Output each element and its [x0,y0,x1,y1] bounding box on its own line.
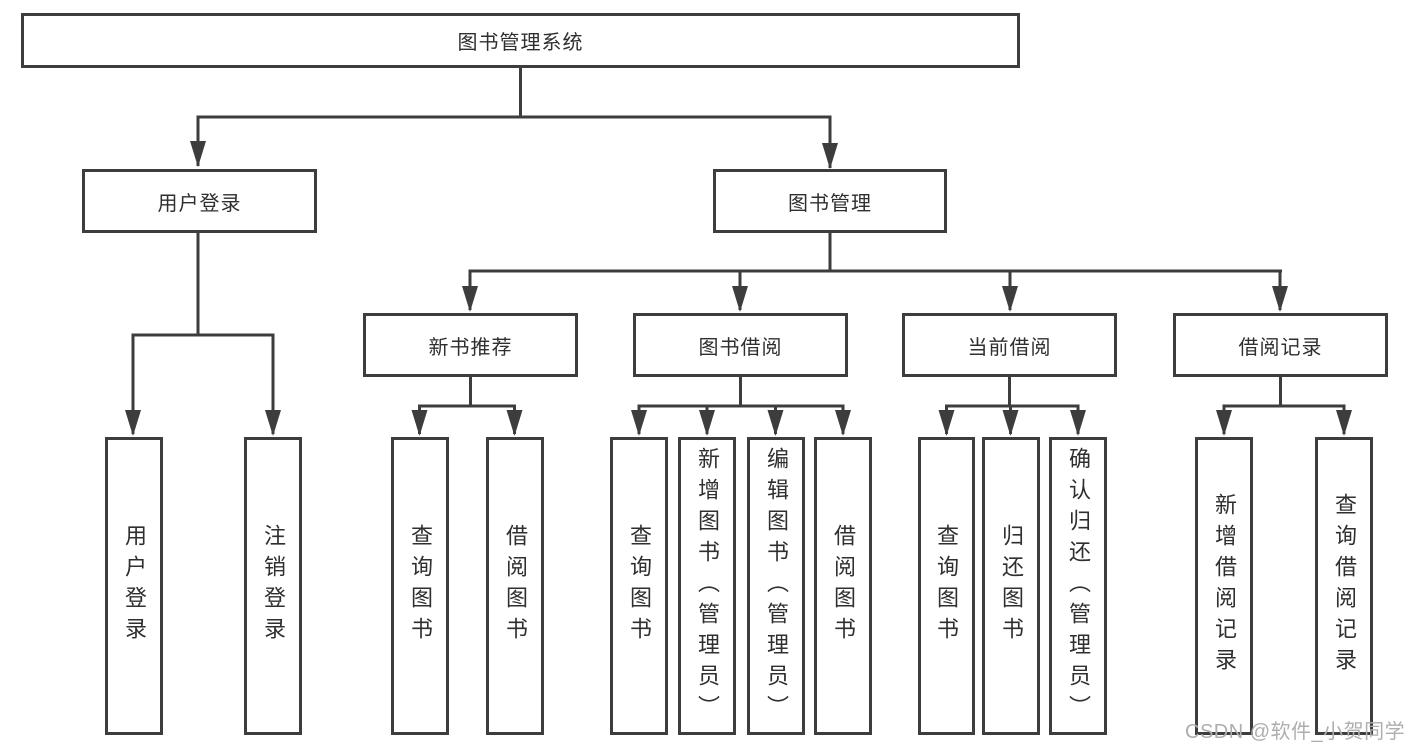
leaf-edit-book-admin: 编辑图书（管理员） [747,437,805,735]
node-book-borrow: 图书借阅 [633,313,848,377]
leaf-query-books-recommend: 查询图书 [391,437,449,735]
leaf-add-borrow-record: 新增借阅记录 [1195,437,1253,735]
node-new-book-recommend: 新书推荐 [363,313,578,377]
leaf-user-login: 用户登录 [105,437,163,735]
node-borrow-records: 借阅记录 [1173,313,1388,377]
leaf-query-borrow-record: 查询借阅记录 [1315,437,1373,735]
node-user-login: 用户登录 [82,169,317,233]
leaf-add-book-admin: 新增图书（管理员） [678,437,736,735]
leaf-query-books-borrow: 查询图书 [610,437,668,735]
node-root: 图书管理系统 [21,13,1020,68]
node-book-management: 图书管理 [713,169,947,233]
leaf-logout: 注销登录 [244,437,302,735]
leaf-borrow-books-recommend: 借阅图书 [486,437,544,735]
leaf-query-books-current: 查询图书 [918,437,975,735]
leaf-confirm-return-admin: 确认归还（管理员） [1049,437,1107,735]
leaf-return-book: 归还图书 [982,437,1040,735]
node-current-borrow: 当前借阅 [902,313,1117,377]
arrowhead-icons [125,141,1352,436]
connector-lines [131,68,1346,434]
leaf-borrow-books-borrow: 借阅图书 [814,437,872,735]
csdn-watermark: CSDN @软件_小贺同学 [1185,721,1405,743]
